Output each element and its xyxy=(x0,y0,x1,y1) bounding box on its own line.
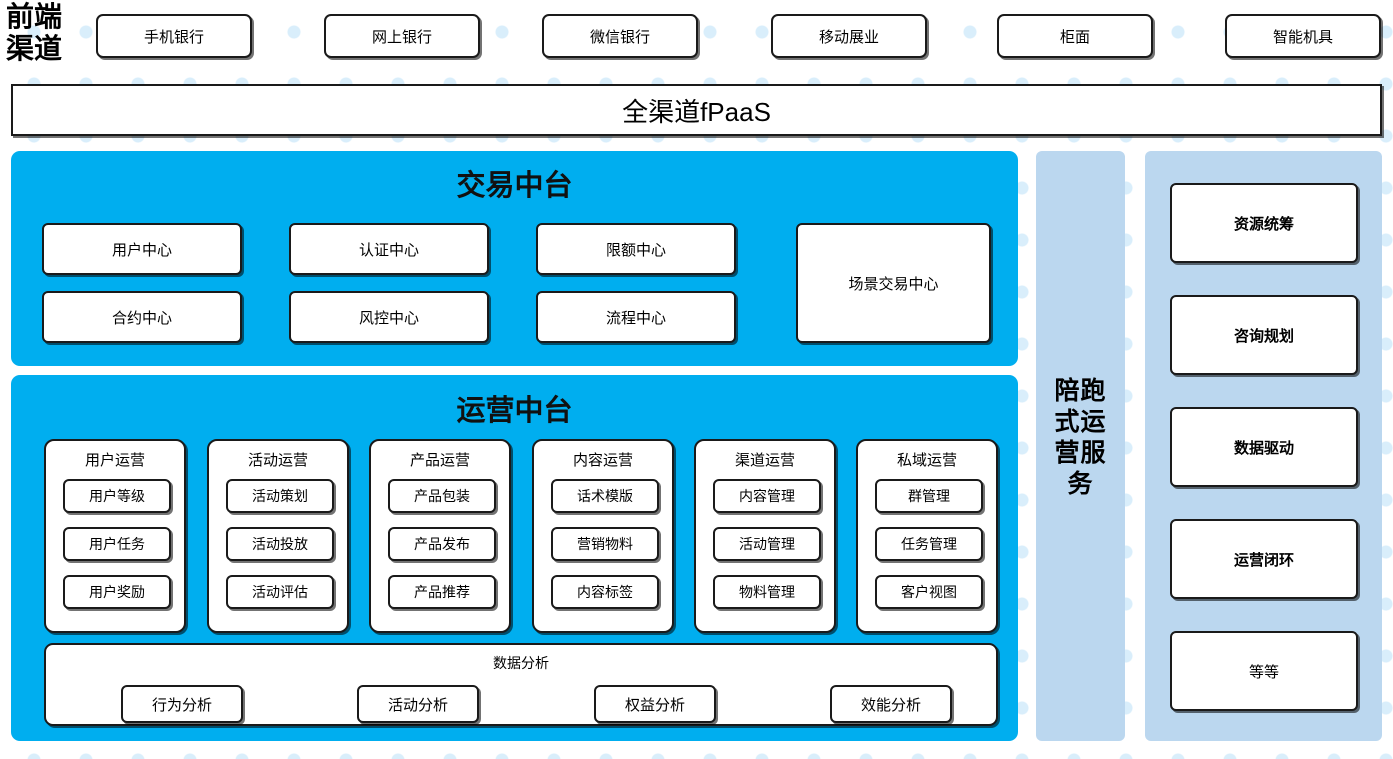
trade-box-limit-center[interactable]: 限额中心 xyxy=(536,223,736,275)
capability-box-consulting-planning[interactable]: 咨询规划 xyxy=(1170,295,1358,375)
capability-box-resource-coordination[interactable]: 资源统筹 xyxy=(1170,183,1358,263)
service-label-line3: 营服 xyxy=(1054,439,1107,467)
op-group-title: 活动运营 xyxy=(247,452,308,469)
op-item-campaign-evaluation[interactable]: 活动评估 xyxy=(226,575,334,609)
op-item-script-template[interactable]: 话术模版 xyxy=(551,479,659,513)
service-label-line1: 陪跑 xyxy=(1054,377,1107,405)
channel-box-wechat-bank[interactable]: 微信银行 xyxy=(542,14,698,58)
frontend-channel-label-line2: 渠道 xyxy=(6,34,63,65)
data-analysis-title: 数据分析 xyxy=(493,655,549,671)
op-group-title: 渠道运营 xyxy=(734,452,795,469)
data-analysis-item-campaign[interactable]: 活动分析 xyxy=(357,685,479,723)
op-item-product-packaging[interactable]: 产品包装 xyxy=(388,479,496,513)
accompanying-service-label: 陪跑 式运 营服 务 xyxy=(1036,376,1125,500)
fpaas-bar[interactable]: 全渠道fPaaS xyxy=(11,84,1382,136)
frontend-channel-label-line1: 前端 xyxy=(6,2,63,33)
op-group-title: 产品运营 xyxy=(409,452,470,469)
op-item-task-management[interactable]: 任务管理 xyxy=(875,527,983,561)
op-item-user-level[interactable]: 用户等级 xyxy=(63,479,171,513)
op-item-campaign-planning[interactable]: 活动策划 xyxy=(226,479,334,513)
data-analysis-item-behavior[interactable]: 行为分析 xyxy=(121,685,243,723)
op-group-title: 私域运营 xyxy=(896,452,957,469)
channel-box-online-bank[interactable]: 网上银行 xyxy=(324,14,480,58)
trade-box-auth-center[interactable]: 认证中心 xyxy=(289,223,489,275)
trade-center-title: 交易中台 xyxy=(456,170,573,202)
operation-center-panel: 运营中台 用户运营 用户等级 用户任务 用户奖励 活动运营 活动策划 活动投放 … xyxy=(11,375,1018,741)
data-analysis-item-efficiency[interactable]: 效能分析 xyxy=(830,685,952,723)
op-item-marketing-material[interactable]: 营销物料 xyxy=(551,527,659,561)
op-item-campaign-management[interactable]: 活动管理 xyxy=(713,527,821,561)
channel-box-counter[interactable]: 柜面 xyxy=(997,14,1153,58)
channel-box-smart-machine[interactable]: 智能机具 xyxy=(1225,14,1381,58)
trade-box-process-center[interactable]: 流程中心 xyxy=(536,291,736,343)
service-label-line2: 式运 xyxy=(1054,408,1107,436)
op-item-content-tag[interactable]: 内容标签 xyxy=(551,575,659,609)
trade-box-user-center[interactable]: 用户中心 xyxy=(42,223,242,275)
op-item-product-release[interactable]: 产品发布 xyxy=(388,527,496,561)
op-item-content-management[interactable]: 内容管理 xyxy=(713,479,821,513)
op-group-user-operation: 用户运营 用户等级 用户任务 用户奖励 xyxy=(44,439,186,633)
trade-box-contract-center[interactable]: 合约中心 xyxy=(42,291,242,343)
op-item-user-task[interactable]: 用户任务 xyxy=(63,527,171,561)
data-analysis-item-benefit[interactable]: 权益分析 xyxy=(594,685,716,723)
service-label-line4: 务 xyxy=(1067,470,1094,498)
accompanying-service-column: 陪跑 式运 营服 务 xyxy=(1036,151,1125,741)
frontend-channel-label: 前端 渠道 xyxy=(6,2,84,68)
trade-box-scene-transaction-center[interactable]: 场景交易中心 xyxy=(796,223,991,343)
op-group-campaign-operation: 活动运营 活动策划 活动投放 活动评估 xyxy=(207,439,349,633)
op-item-product-recommend[interactable]: 产品推荐 xyxy=(388,575,496,609)
trade-box-riskcontrol-center[interactable]: 风控中心 xyxy=(289,291,489,343)
op-group-product-operation: 产品运营 产品包装 产品发布 产品推荐 xyxy=(369,439,511,633)
op-group-private-domain-operation: 私域运营 群管理 任务管理 客户视图 xyxy=(856,439,998,633)
channel-box-mobile-business[interactable]: 移动展业 xyxy=(771,14,927,58)
capability-box-data-driven[interactable]: 数据驱动 xyxy=(1170,407,1358,487)
capability-box-etc[interactable]: 等等 xyxy=(1170,631,1358,711)
op-item-campaign-delivery[interactable]: 活动投放 xyxy=(226,527,334,561)
op-group-content-operation: 内容运营 话术模版 营销物料 内容标签 xyxy=(532,439,674,633)
data-analysis-group: 数据分析 行为分析 活动分析 权益分析 效能分析 xyxy=(44,643,998,726)
capability-box-operation-closed-loop[interactable]: 运营闭环 xyxy=(1170,519,1358,599)
op-item-customer-view[interactable]: 客户视图 xyxy=(875,575,983,609)
op-item-material-management[interactable]: 物料管理 xyxy=(713,575,821,609)
trade-center-panel: 交易中台 用户中心 认证中心 限额中心 合约中心 风控中心 流程中心 场景交易中… xyxy=(11,151,1018,366)
op-group-title: 内容运营 xyxy=(572,452,633,469)
op-item-group-management[interactable]: 群管理 xyxy=(875,479,983,513)
operation-center-title: 运营中台 xyxy=(456,395,573,427)
channel-box-mobile-bank[interactable]: 手机银行 xyxy=(96,14,252,58)
op-item-user-reward[interactable]: 用户奖励 xyxy=(63,575,171,609)
op-group-channel-operation: 渠道运营 内容管理 活动管理 物料管理 xyxy=(694,439,836,633)
capability-column: 资源统筹 咨询规划 数据驱动 运营闭环 等等 xyxy=(1145,151,1382,741)
op-group-title: 用户运营 xyxy=(84,452,145,469)
